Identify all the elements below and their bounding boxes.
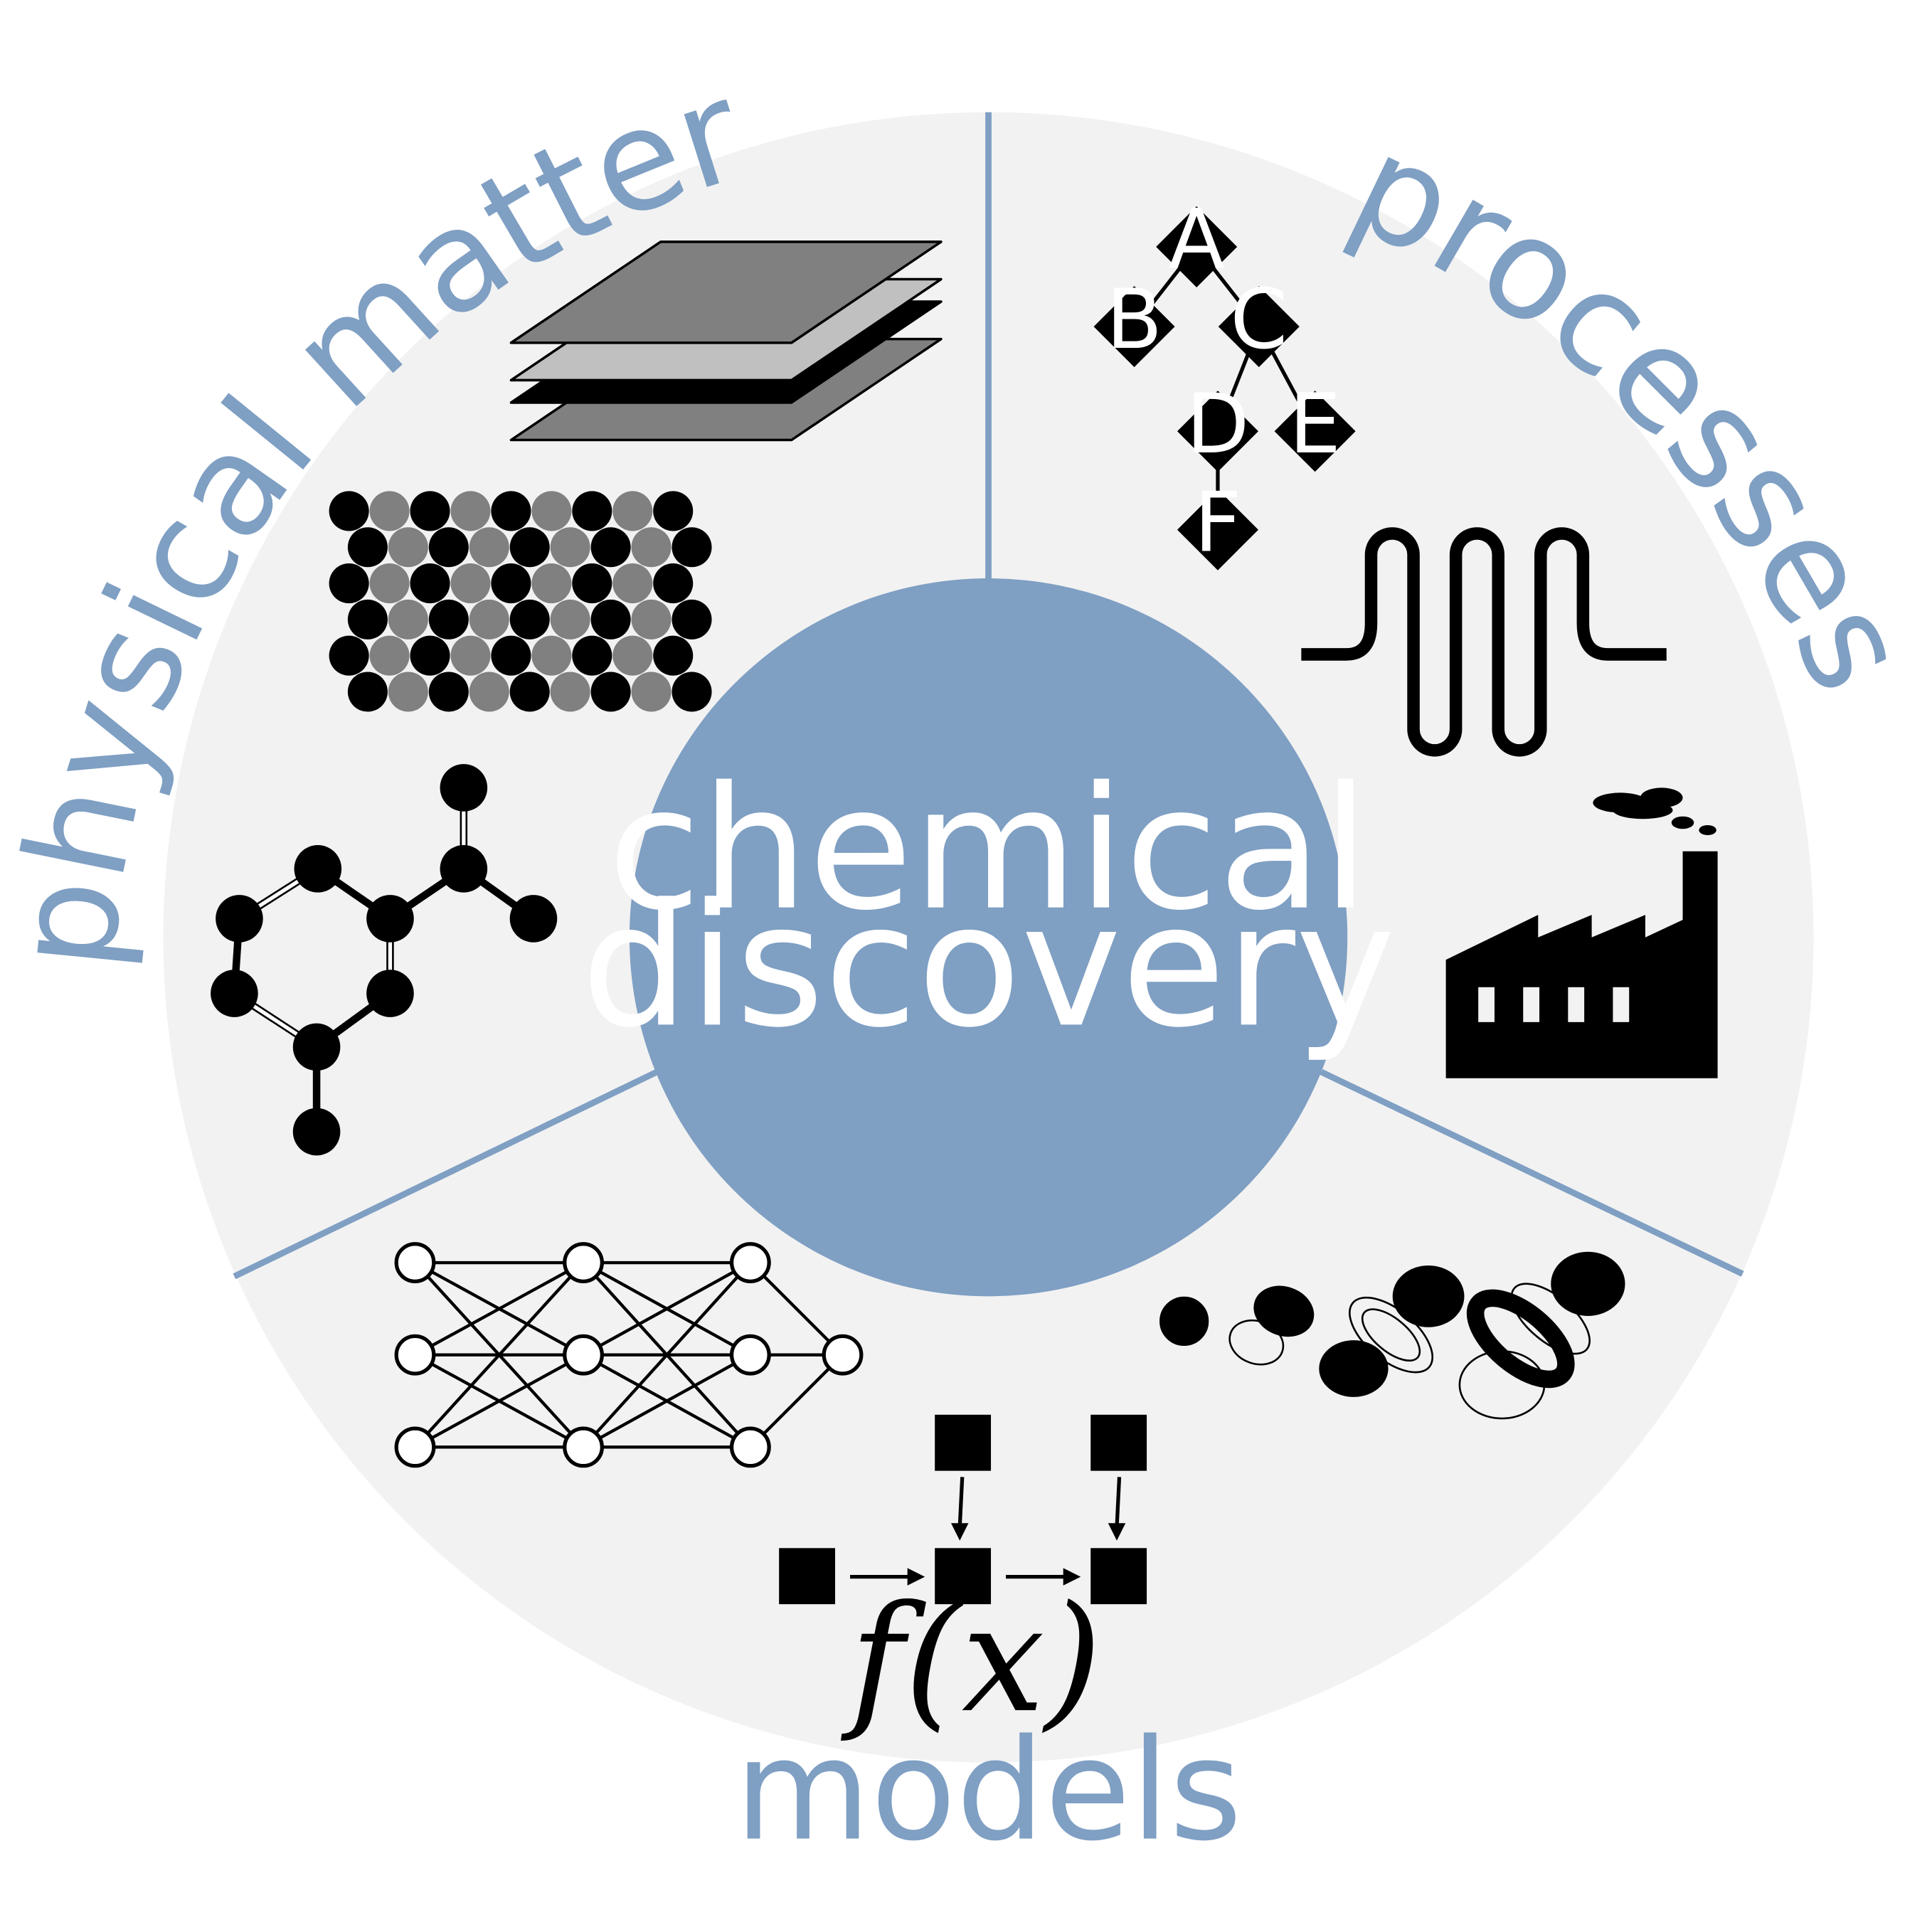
lattice-atom	[590, 672, 631, 712]
lattice-atom	[369, 635, 410, 676]
molecule-structure-icon	[211, 764, 558, 1156]
lattice-atom	[347, 599, 388, 639]
tree-node-e: E	[1289, 377, 1341, 472]
lattice-atom	[329, 491, 369, 531]
lattice-atom	[388, 672, 428, 712]
lattice-atom	[550, 672, 590, 712]
nn-node	[729, 1334, 771, 1376]
lattice-atom	[329, 635, 369, 676]
lattice-atom	[550, 599, 590, 639]
lattice-atom	[531, 635, 572, 676]
nn-edge	[414, 1353, 585, 1449]
neural-network-icon	[394, 1242, 864, 1468]
lattice-atom	[469, 672, 509, 712]
function-label: f(x)	[841, 1573, 1102, 1745]
nn-node	[563, 1334, 604, 1376]
lattice-atom	[612, 491, 653, 531]
lattice-atom	[653, 563, 694, 604]
lattice-atom	[469, 599, 509, 639]
lattice-atom	[388, 527, 428, 568]
lattice-atom	[410, 635, 450, 676]
sector-label-models: models	[735, 1710, 1242, 1872]
lattice-atom	[410, 563, 450, 604]
lattice-atom	[428, 672, 469, 712]
lattice-atom	[388, 599, 428, 639]
lattice-atom	[631, 527, 672, 568]
tree-node-c: C	[1230, 272, 1288, 368]
center-title-line1: chemical	[607, 751, 1369, 948]
lattice-atom	[672, 599, 712, 639]
lattice-atom	[612, 635, 653, 676]
lattice-atom	[347, 672, 388, 712]
lattice-atom	[612, 563, 653, 604]
lattice-atom	[572, 491, 612, 531]
nn-edge	[413, 1261, 585, 1448]
nn-edge	[749, 1261, 844, 1357]
nn-node	[563, 1242, 604, 1283]
sector-dividers	[233, 112, 1744, 1280]
smoke-icon	[1593, 787, 1716, 836]
lattice-atom	[653, 491, 694, 531]
lattice-atom	[531, 491, 572, 531]
nn-node	[394, 1426, 436, 1468]
lattice-atom	[491, 635, 531, 676]
flow-reactor-coil-icon	[1301, 527, 1667, 757]
lattice-atom	[531, 563, 572, 604]
lattice-atom	[509, 599, 550, 639]
lattice-atom	[631, 599, 672, 639]
function-graph-icon: f(x)	[779, 1414, 1147, 1745]
center-circle	[629, 578, 1348, 1297]
tree-node-f: F	[1194, 475, 1242, 570]
nn-node	[394, 1242, 436, 1283]
lattice-atom	[491, 491, 531, 531]
lattice-atom	[653, 635, 694, 676]
lattice-atom	[450, 635, 491, 676]
lattice-atom	[469, 527, 509, 568]
nn-node	[394, 1334, 436, 1376]
lattice-atom	[509, 527, 550, 568]
lattice-atom	[631, 672, 672, 712]
divider-left	[233, 1068, 659, 1280]
center-title-line2: discovery	[581, 868, 1396, 1065]
nn-node	[822, 1334, 864, 1376]
atomic-orbitals-icon	[1159, 1251, 1625, 1420]
tree-node-d: D	[1186, 377, 1249, 472]
lattice-atom	[410, 491, 450, 531]
lattice-atom	[672, 672, 712, 712]
lattice-atom	[572, 635, 612, 676]
reaction-tree-icon: A B C D E F	[1093, 193, 1356, 570]
lattice-atom	[491, 563, 531, 604]
nn-edge	[414, 1261, 585, 1357]
nn-edge	[582, 1353, 751, 1449]
divider-right	[1320, 1068, 1744, 1277]
nn-node	[729, 1242, 771, 1283]
atomic-lattice-icon	[329, 491, 712, 712]
nn-node	[563, 1426, 604, 1468]
lattice-atom	[428, 527, 469, 568]
lattice-atom	[369, 563, 410, 604]
lattice-atom	[509, 672, 550, 712]
lattice-atom	[450, 563, 491, 604]
lattice-atom	[329, 563, 369, 604]
nn-edge	[749, 1354, 844, 1448]
lattice-atom	[590, 527, 631, 568]
nn-node	[729, 1426, 771, 1468]
layered-sheets-icon	[509, 240, 943, 442]
nn-edge	[582, 1261, 752, 1448]
nn-edge	[582, 1261, 751, 1357]
lattice-atom	[450, 491, 491, 531]
lattice-atom	[572, 563, 612, 604]
factory-icon	[1445, 787, 1718, 1078]
tree-node-b: B	[1106, 272, 1162, 368]
lattice-atom	[428, 599, 469, 639]
lattice-atom	[347, 527, 388, 568]
lattice-atom	[672, 527, 712, 568]
lattice-atom	[550, 527, 590, 568]
tree-node-a: A	[1169, 193, 1225, 288]
lattice-atom	[369, 491, 410, 531]
lattice-atom	[590, 599, 631, 639]
